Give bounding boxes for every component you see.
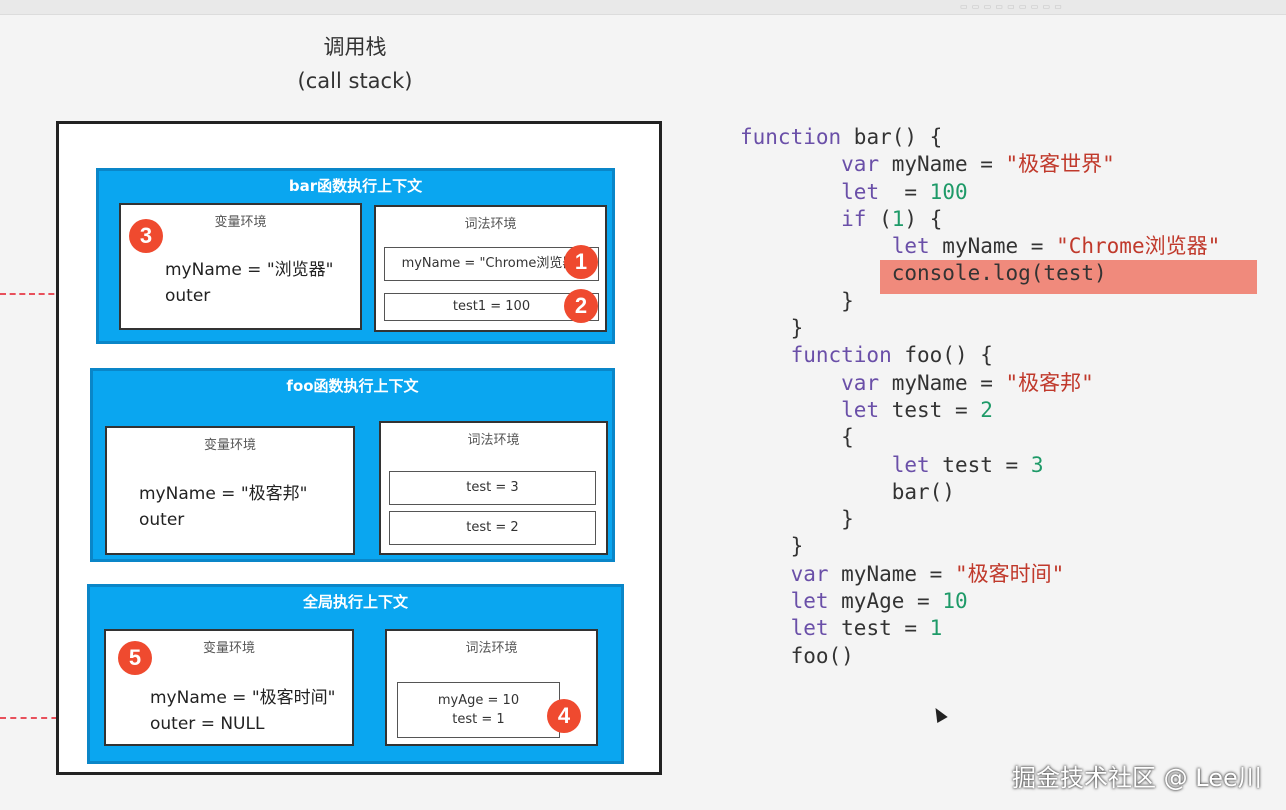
step-badge-5: 5 — [118, 641, 152, 675]
code-line: let myAge = 10 — [790, 589, 968, 614]
code-line: console.log(test) — [740, 261, 1107, 286]
code-line: let myName = "Chrome浏览器" — [891, 234, 1221, 259]
lexical-env-label: 词法环境 — [467, 433, 520, 448]
lexical-slot: test1 = 100 — [384, 293, 599, 321]
code-line: } — [740, 507, 854, 532]
variable-environment: 变量环境 5 myName = "极客时间" outer = NULL — [104, 629, 354, 746]
global-execution-context: 全局执行上下文 变量环境 5 myName = "极客时间" outer = N… — [87, 584, 624, 764]
lexical-slot-text: test1 = 100 — [452, 299, 531, 314]
step-badge-2: 2 — [564, 289, 598, 323]
code-line: function foo() { — [790, 343, 993, 368]
lexical-slot-text: myAge = 10 — [437, 693, 520, 708]
lexical-environment: 词法环境 myName = "Chrome浏览器" 1 test1 = 100 … — [374, 205, 607, 332]
call-stack-title-cn: 调用栈 — [323, 35, 387, 59]
call-stack-title-en: (call stack) — [297, 69, 413, 93]
code-line: foo() — [740, 643, 854, 668]
lexical-env-label: 词法环境 — [465, 641, 518, 656]
code-line: let = 100 — [841, 179, 968, 204]
code-line: let test = 1 — [790, 616, 943, 641]
current-line-highlight — [880, 260, 1257, 294]
call-stack-title: 调用栈 (call stack) — [290, 30, 420, 98]
code-line: } — [740, 534, 804, 559]
code-line: var myName = "极客邦" — [841, 370, 1094, 395]
code-line: var myName = "极客时间" — [790, 561, 1065, 586]
variable-entry: myName = "极客邦" — [139, 484, 308, 504]
variable-env-label: 变量环境 — [203, 438, 256, 453]
code-line: { — [740, 425, 854, 450]
lexical-slot-text: test = 3 — [466, 480, 519, 495]
variable-entry: myName = "浏览器" — [165, 260, 334, 280]
code-line: var myName = "极客世界" — [841, 152, 1115, 177]
code-line: let test = 2 — [841, 397, 993, 422]
variable-entry: outer = NULL — [150, 714, 265, 734]
variable-env-label: 变量环境 — [214, 215, 267, 230]
variable-entry: outer — [139, 510, 185, 530]
lexical-slot: test = 2 — [389, 511, 596, 545]
variable-environment: 变量环境 myName = "极客邦" outer — [105, 426, 355, 555]
lexical-slot-text: test = 1 — [452, 712, 505, 727]
lexical-slot: test = 3 — [389, 471, 596, 505]
dashed-arrow-global — [0, 717, 78, 719]
lexical-slot: myName = "Chrome浏览器" — [384, 247, 599, 281]
code-line: function bar() { — [740, 125, 943, 149]
code-line: } — [740, 316, 804, 341]
lexical-slot-text: myName = "Chrome浏览器" — [401, 256, 582, 271]
code-listing: function bar() { var myName = "极客世界" let… — [740, 124, 1220, 670]
variable-entry: myName = "极客时间" — [150, 688, 336, 708]
context-title: bar函数执行上下文 — [288, 177, 423, 195]
step-badge-3: 3 — [129, 219, 163, 253]
lexical-env-label: 词法环境 — [464, 217, 517, 232]
top-bar-faded-items: ▭ ▭ ▭ ▭ ▭ ▭ ▭ ▭ ▭ — [960, 2, 1063, 11]
code-line: if (1) { — [841, 206, 943, 231]
context-title: 全局执行上下文 — [302, 593, 408, 611]
lexical-slot: myAge = 10 test = 1 — [397, 682, 560, 738]
code-line: let test = 3 — [891, 452, 1044, 477]
lexical-environment: 词法环境 myAge = 10 test = 1 4 — [385, 629, 598, 746]
bar-execution-context: bar函数执行上下文 变量环境 3 myName = "浏览器" outer 词… — [96, 168, 615, 344]
lexical-environment: 词法环境 test = 3 test = 2 — [379, 421, 608, 555]
foo-execution-context: foo函数执行上下文 变量环境 myName = "极客邦" outer 词法环… — [90, 368, 615, 562]
code-line: } — [740, 288, 854, 313]
step-badge-4: 4 — [547, 699, 581, 733]
watermark: 掘金技术社区 @ Lee川 — [1012, 764, 1262, 792]
code-line: bar() — [740, 479, 955, 504]
step-badge-1: 1 — [564, 245, 598, 279]
window-top-bar: ▭ ▭ ▭ ▭ ▭ ▭ ▭ ▭ ▭ — [0, 0, 1286, 15]
variable-env-label: 变量环境 — [202, 641, 255, 656]
mouse-cursor-icon — [930, 704, 948, 724]
variable-entry: outer — [165, 286, 211, 306]
lexical-slot-text: test = 2 — [466, 520, 519, 535]
variable-environment: 变量环境 3 myName = "浏览器" outer — [119, 203, 362, 330]
context-title: foo函数执行上下文 — [286, 377, 419, 395]
